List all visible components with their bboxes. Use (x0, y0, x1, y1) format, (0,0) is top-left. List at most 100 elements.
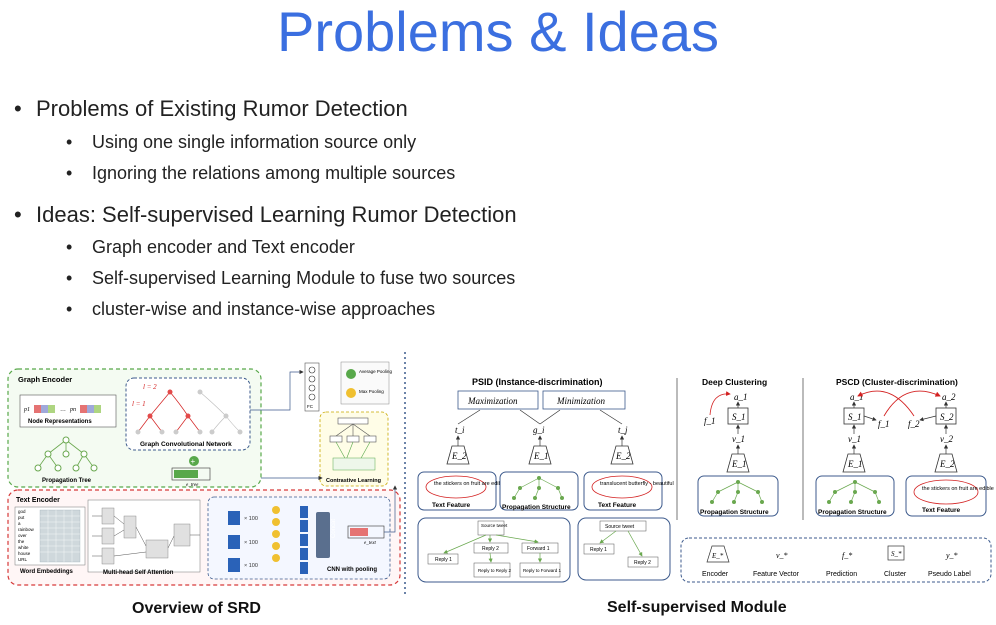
plus-icon (189, 456, 199, 466)
vec-cell (48, 405, 55, 413)
max-pooling-icon (346, 388, 356, 398)
cube (300, 520, 308, 532)
tree-node (853, 490, 857, 494)
legend-s-symbol: S_* (891, 550, 902, 558)
tree-node (716, 490, 720, 494)
connector (113, 551, 147, 557)
e1-label: E_1 (731, 459, 747, 469)
f1-label: f_1 (704, 416, 716, 426)
e-tree-label: e_tree (186, 483, 199, 488)
e2-label: E_2 (939, 459, 955, 469)
max-pool-icons (272, 506, 280, 562)
e-text-label: e_text (364, 541, 377, 546)
tree-node (54, 464, 62, 472)
cnn-box (207, 496, 391, 580)
tree-node (512, 496, 516, 500)
embedding-grid-lines (40, 510, 80, 562)
legend-box (680, 537, 992, 583)
plus-glyph: + (191, 457, 196, 466)
encoder-e1 (726, 453, 750, 473)
sub-bullet-text: Using one single information source only (92, 132, 417, 152)
propagation-structure-label: Propagation Structure (502, 504, 571, 511)
page-title: Problems & Ideas (277, 0, 719, 63)
e2-label: E_2 (451, 451, 467, 461)
reply-node (427, 553, 459, 565)
legend-encoder-label: Encoder (702, 571, 729, 578)
tree-node (62, 436, 70, 444)
legend-e-symbol: E_* (711, 552, 724, 560)
gcn-label: Graph Convolutional Network (140, 441, 232, 448)
bullet-problems: •Problems of Existing Rumor Detection (14, 96, 408, 121)
avg-pooling-label: Average Pooling (359, 369, 392, 374)
max-pooling-label: Max Pooling (359, 389, 384, 394)
ssm-diagram: PSID (Instance-discrimination) Maximizat… (417, 377, 994, 583)
source-tweet-label: Source tweet (605, 524, 635, 530)
propagation-structure-box (815, 475, 895, 517)
encoder-e1 (842, 453, 866, 473)
maximization-label: Maximization (467, 396, 518, 406)
legend-feature-vector-label: Feature Vector (753, 571, 800, 578)
vec-cell (41, 405, 48, 413)
tree-node (34, 464, 42, 472)
source-tweet-node (477, 520, 505, 536)
arrow (627, 530, 643, 557)
average-pooling-icon (346, 369, 356, 379)
cube (300, 562, 308, 574)
fc-node (308, 393, 316, 401)
tree-node (537, 476, 541, 480)
max-pooling-icon (272, 506, 280, 514)
legend-y-symbol: y_* (945, 551, 958, 560)
x100-label: × 100 (244, 516, 258, 522)
text-feature-label: Text Feature (922, 507, 961, 514)
vec-cell (180, 470, 186, 478)
reply-node (519, 562, 561, 578)
arrow (384, 485, 398, 533)
connector (167, 535, 175, 549)
connector (113, 515, 125, 525)
gcn-node (135, 429, 141, 435)
gcn-node (147, 413, 153, 419)
bullet-problems-text: Problems of Existing Rumor Detection (36, 96, 408, 121)
red-arrow (709, 391, 731, 416)
gcn-node (173, 429, 179, 435)
tj-label: t_j (618, 425, 628, 435)
max-pooling-icon (272, 542, 280, 550)
tree-node (756, 490, 760, 494)
concat-block (316, 512, 330, 558)
contrastive-inner (332, 457, 376, 471)
word: house (18, 551, 31, 556)
e-tree-frame (171, 467, 211, 481)
gcn-node (185, 413, 191, 419)
arrow (599, 530, 617, 544)
reply2-label: Reply 2 (482, 546, 499, 552)
source-tweet-label: Source tweet (481, 523, 508, 528)
x100-label: × 100 (244, 540, 258, 546)
sub-bullet: •Ignoring the relations among multiple s… (66, 163, 456, 183)
tree-node (833, 490, 837, 494)
legend-v-symbol: v_* (776, 551, 788, 560)
legend-cluster-label: Cluster (884, 571, 907, 578)
word: a (18, 521, 21, 526)
tree-node (736, 480, 740, 484)
encoder-e2 (934, 453, 958, 473)
text-feature-label: Text Feature (598, 502, 637, 509)
vec-cell (186, 470, 192, 478)
tree-node (853, 480, 857, 484)
tree-node (560, 496, 564, 500)
a2-label: a_2 (942, 392, 956, 402)
vec-cell (80, 405, 87, 413)
l2-label: l = 2 (143, 383, 157, 391)
arrow (443, 534, 487, 554)
reply-node (627, 556, 659, 568)
gcn-node (197, 429, 203, 435)
propagation-structure-box (697, 475, 779, 517)
gcn-node (223, 413, 229, 419)
sub-bullet: •Graph encoder and Text encoder (66, 237, 355, 257)
tree-node (827, 500, 831, 504)
s1-label: S_1 (732, 412, 746, 422)
bullet-ideas-text: Ideas: Self-supervised Learning Rumor De… (36, 202, 517, 227)
reply1-label: Reply 1 (435, 557, 452, 563)
forward1-label: Forward 1 (527, 546, 550, 552)
a1-label: a_1 (850, 392, 864, 402)
encoder-legend-icon (706, 545, 730, 563)
